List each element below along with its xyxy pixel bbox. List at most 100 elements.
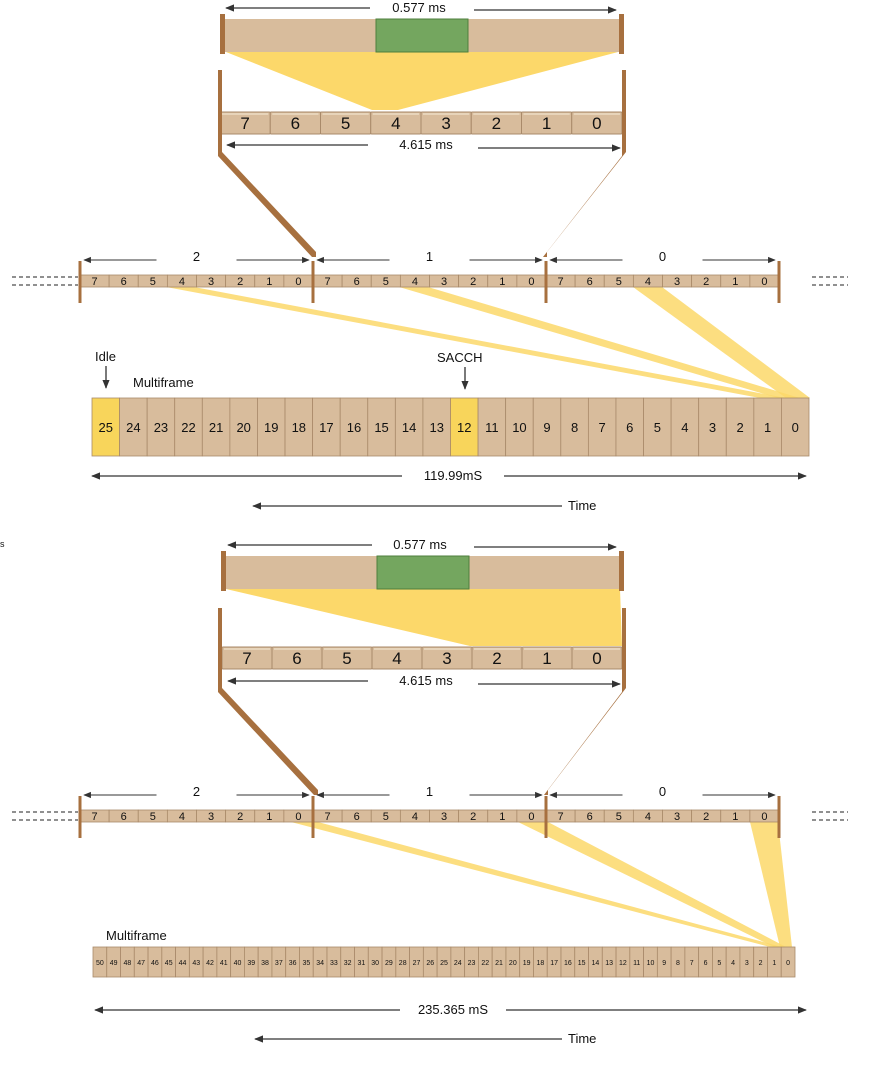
sequence-slot-number: 7 (92, 811, 98, 823)
sequence-slot-number: 0 (761, 276, 767, 288)
multiframe-cell-number: 30 (371, 960, 379, 967)
multiframe-cell (781, 397, 810, 457)
sequence-slot-number: 5 (616, 811, 622, 823)
multiframe-cell-number: 12 (619, 960, 627, 967)
multiframe-cell-number: 50 (96, 960, 104, 967)
multiframe-cell-number: 48 (124, 960, 132, 967)
top-time-label: Time (568, 498, 596, 513)
top-beam-frame-1 (399, 287, 800, 398)
multiframe-cell-number: 19 (264, 420, 278, 435)
multiframe-cell (560, 397, 589, 457)
multiframe-cell-number: 22 (181, 420, 195, 435)
frame-slot-number: 1 (542, 114, 551, 133)
sequence-slot-number: 6 (354, 811, 360, 823)
multiframe-cell-number: 11 (633, 960, 640, 967)
bottom-timeslot-duration: 0.577 ms (393, 537, 447, 552)
multiframe-cell-number: 24 (126, 420, 140, 435)
sequence-slot-number: 5 (150, 811, 156, 823)
multiframe-cell-number: 23 (468, 960, 476, 967)
multiframe-cell-number: 31 (358, 960, 366, 967)
multiframe-cell-number: 26 (426, 960, 434, 967)
bottom-timeslot-beam (226, 589, 622, 646)
sequence-slot-number: 3 (208, 811, 214, 823)
multiframe-cell-number: 42 (206, 960, 214, 967)
top-timeslot-duration: 0.577 ms (392, 0, 446, 15)
multiframe-cell (477, 397, 507, 457)
multiframe-cell-number: 0 (792, 420, 799, 435)
multiframe-cell-highlighted (91, 397, 120, 457)
bottom-timeslot-detail: 0.577 ms (221, 537, 624, 646)
multiframe-cell-number: 35 (302, 960, 310, 967)
frame-slot-number: 4 (392, 649, 401, 668)
multiframe-cell-number: 28 (399, 960, 407, 967)
multiframe-cell-number: 15 (578, 960, 586, 967)
sequence-slot-number: 1 (266, 276, 272, 288)
top-frame-duration: 4.615 ms (399, 137, 453, 152)
multiframe-cell-number: 13 (429, 420, 443, 435)
multiframe-cell-number: 47 (137, 960, 145, 967)
bottom-beam-frame-2 (291, 822, 782, 947)
bottom-timeslot-bracket-left (221, 551, 226, 591)
sequence-slot-number: 4 (179, 276, 185, 288)
multiframe-cell-number: 18 (536, 960, 544, 967)
margin-mark: s (0, 539, 5, 549)
multiframe-cell-number: 45 (165, 960, 173, 967)
frame-slot-number: 2 (492, 114, 501, 133)
multiframe-cell-number: 1 (772, 960, 776, 967)
multiframe-cell (284, 397, 314, 457)
bottom-multiframe-duration: 235.365 mS (418, 1002, 488, 1017)
multiframe-cell (780, 946, 796, 978)
sequence-slot-number: 1 (732, 811, 738, 823)
multiframe-cell-number: 13 (605, 960, 613, 967)
multiframe-cell (229, 397, 258, 457)
sequence-slot-number: 2 (703, 811, 709, 823)
multiframe-cell-number: 9 (662, 960, 666, 967)
frame-slot-number: 7 (240, 114, 249, 133)
bottom-multiframe-label: Multiframe (106, 928, 167, 943)
multiframe-cell-number: 34 (316, 960, 324, 967)
multiframe-cell-number: 15 (374, 420, 388, 435)
multiframe-cell-number: 21 (495, 960, 503, 967)
sequence-slot-number: 0 (528, 811, 534, 823)
frame-number-label: 2 (193, 784, 200, 799)
frame-number-label: 1 (426, 784, 433, 799)
sequence-slot-number: 3 (208, 276, 214, 288)
multiframe-cell (367, 397, 396, 457)
top-timeslot-bracket-left (220, 14, 225, 54)
multiframe-cell-number: 20 (236, 420, 250, 435)
top-beam-frame-0 (633, 287, 810, 398)
sequence-slot-number: 1 (499, 811, 505, 823)
sequence-slot-number: 6 (121, 276, 127, 288)
top-timeslot-bracket-right (619, 14, 624, 54)
multiframe-cell-number: 7 (690, 960, 694, 967)
frame-slot-number: 4 (391, 114, 400, 133)
multiframe-cell-number: 5 (654, 420, 661, 435)
frame-slot-number: 3 (442, 649, 451, 668)
multiframe-cell (146, 397, 176, 457)
multiframe-cell-number: 37 (275, 960, 283, 967)
multiframe-cell-number: 29 (385, 960, 393, 967)
multiframe-cell-number: 27 (413, 960, 421, 967)
multiframe-cell-number: 8 (676, 960, 680, 967)
sequence-slot-number: 6 (121, 811, 127, 823)
multiframe-cell-number: 25 (99, 420, 113, 435)
sequence-slot-number: 5 (383, 276, 389, 288)
sequence-slot-number: 5 (616, 276, 622, 288)
multiframe-cell-number: 33 (330, 960, 338, 967)
multiframe-cell-number: 10 (512, 420, 526, 435)
bottom-zoom-bracket-left (218, 608, 318, 795)
sequence-slot-number: 2 (237, 811, 243, 823)
sequence-slot-number: 3 (674, 276, 680, 288)
sequence-slot-number: 3 (674, 811, 680, 823)
sequence-slot-number: 1 (499, 276, 505, 288)
top-timeslot-burst (375, 18, 469, 53)
multiframe-cell-number: 3 (709, 420, 716, 435)
sequence-slot-number: 0 (528, 276, 534, 288)
multiframe-cell-number: 6 (626, 420, 633, 435)
multiframe-cell (119, 397, 148, 457)
